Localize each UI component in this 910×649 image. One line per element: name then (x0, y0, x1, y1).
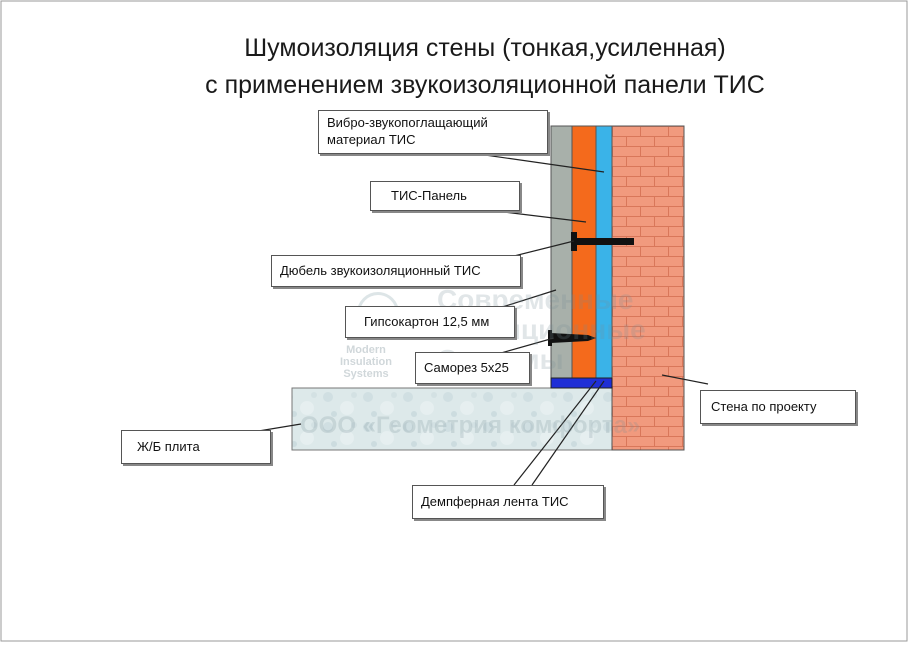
label-vibro-material: Вибро-звукопоглащающий материал ТИС (318, 110, 548, 154)
label-vibro-line1: Вибро-звукопоглащающий (327, 115, 488, 130)
label-vibro-line2: материал ТИС (327, 132, 416, 147)
damper-tape (550, 377, 613, 389)
label-tis-panel: ТИС-Панель (370, 181, 520, 211)
page-title-line1: Шумоизоляция стены (тонкая,усиленная) (244, 34, 726, 62)
label-wall: Стена по проекту (700, 390, 856, 424)
vibro-layer (595, 125, 613, 379)
label-dowel: Дюбель звукоизоляционный ТИС (271, 255, 521, 287)
page-title-line2: с применением звукоизоляционной панели Т… (205, 71, 765, 99)
label-drywall: Гипсокартон 12,5 мм (345, 306, 515, 338)
brick-wall (611, 125, 685, 451)
concrete-slab (291, 387, 613, 451)
label-slab: Ж/Б плита (121, 430, 271, 464)
label-damper: Демпферная лента ТИС (412, 485, 604, 519)
label-screw: Саморез 5х25 (415, 352, 530, 384)
screw-shape (548, 330, 596, 346)
